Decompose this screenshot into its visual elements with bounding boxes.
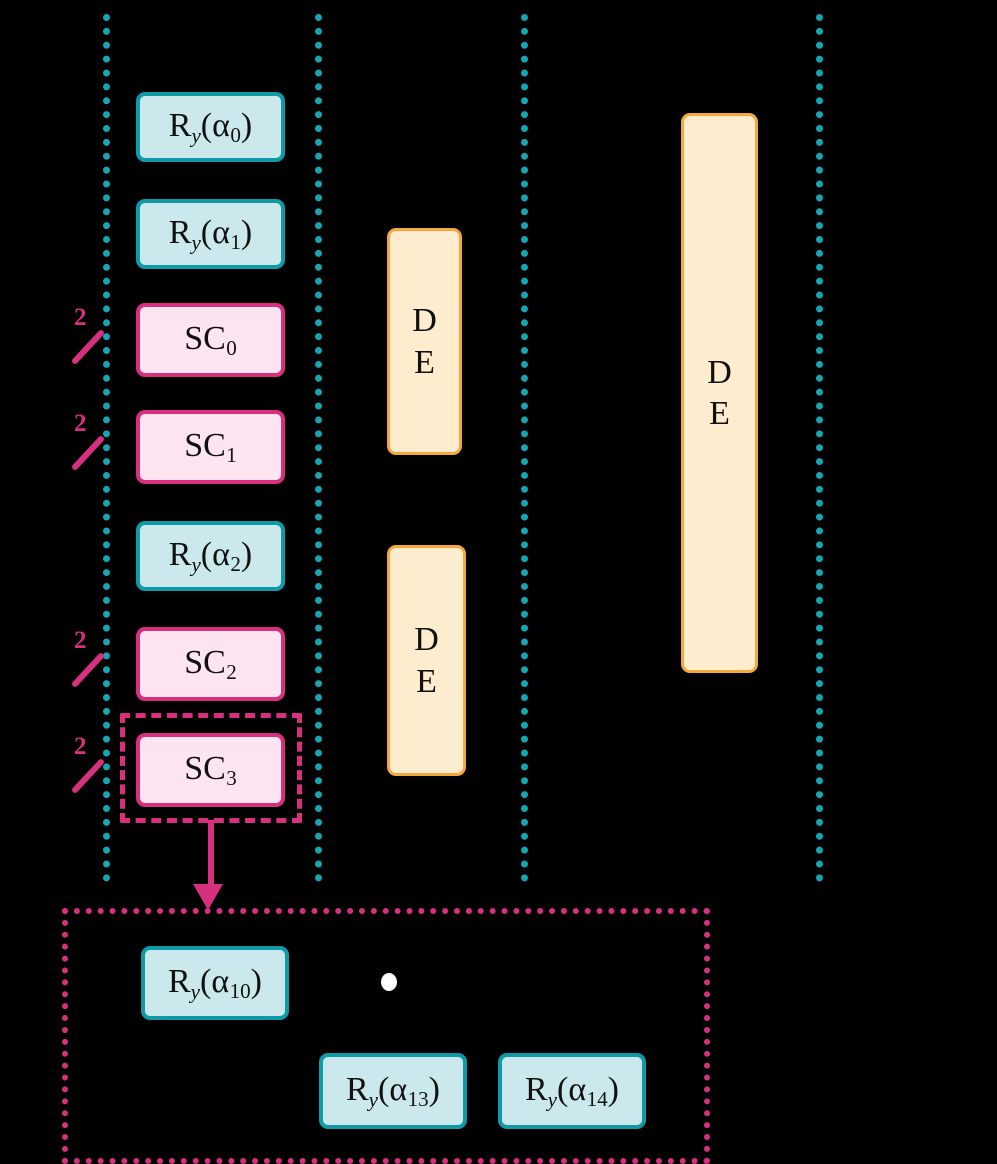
ellipsis-dot	[381, 973, 397, 991]
gate-label: Ry(α13)	[345, 1070, 440, 1112]
wire-count-label: 2	[74, 627, 87, 654]
wire-slash-icon	[66, 649, 106, 689]
de-line-d: D	[707, 353, 732, 391]
gate-sc-1[interactable]: SC1	[136, 410, 285, 484]
wire-count-label: 2	[74, 733, 87, 760]
gate-sc-0[interactable]: SC0	[136, 303, 285, 377]
wire-slash-icon	[66, 432, 106, 472]
gate-label: Ry(α2)	[168, 535, 253, 577]
gate-ry-a13[interactable]: Ry(α13)	[319, 1053, 467, 1129]
gate-ry-a0[interactable]: Ry(α0)	[136, 92, 285, 162]
de-line-e: E	[414, 343, 435, 381]
gate-ry-a10[interactable]: Ry(α10)	[141, 946, 289, 1020]
de-line-d: D	[414, 621, 439, 659]
gate-label: SC3	[184, 749, 237, 790]
highlight-region-sc3	[120, 713, 302, 823]
wire-slash-icon	[66, 326, 106, 366]
gate-ry-a1[interactable]: Ry(α1)	[136, 199, 285, 269]
wire-slash-stroke	[70, 328, 106, 366]
gate-label: Ry(α0)	[168, 106, 253, 148]
wire-count-1: 2	[64, 304, 118, 368]
wire-count-label: 2	[74, 304, 87, 331]
wire-slash-stroke	[70, 651, 106, 689]
de-line-e: E	[709, 395, 730, 432]
gate-label: SC2	[184, 643, 237, 684]
wire-slash-stroke	[70, 757, 106, 795]
wire-count-label: 2	[74, 410, 87, 437]
de-line-e: E	[416, 662, 437, 700]
wire-count-3: 2	[64, 627, 118, 691]
expansion-arrow-head	[193, 884, 223, 910]
gate-ry-a14[interactable]: Ry(α14)	[498, 1053, 646, 1129]
de-line-d: D	[412, 302, 437, 340]
barrier-3	[521, 14, 528, 882]
barrier-1	[103, 14, 110, 882]
gate-sc-2[interactable]: SC2	[136, 627, 285, 701]
wire-slash-icon	[66, 755, 106, 795]
wire-slash-stroke	[70, 434, 106, 472]
wire-count-4: 2	[64, 733, 118, 797]
gate-ry-a2[interactable]: Ry(α2)	[136, 521, 285, 591]
gate-label: SC1	[184, 426, 237, 467]
gate-label: Ry(α14)	[524, 1070, 619, 1112]
gate-label: SC0	[184, 319, 237, 360]
barrier-2	[315, 14, 322, 882]
highlight-region-expanded	[62, 908, 710, 1164]
expansion-arrow-shaft	[208, 820, 214, 886]
gate-label: Ry(α1)	[168, 213, 253, 255]
gate-label: Ry(α10)	[167, 962, 262, 1004]
wire-count-2: 2	[64, 410, 118, 474]
gate-sc-3[interactable]: SC3	[136, 733, 285, 807]
barrier-4	[816, 14, 823, 882]
